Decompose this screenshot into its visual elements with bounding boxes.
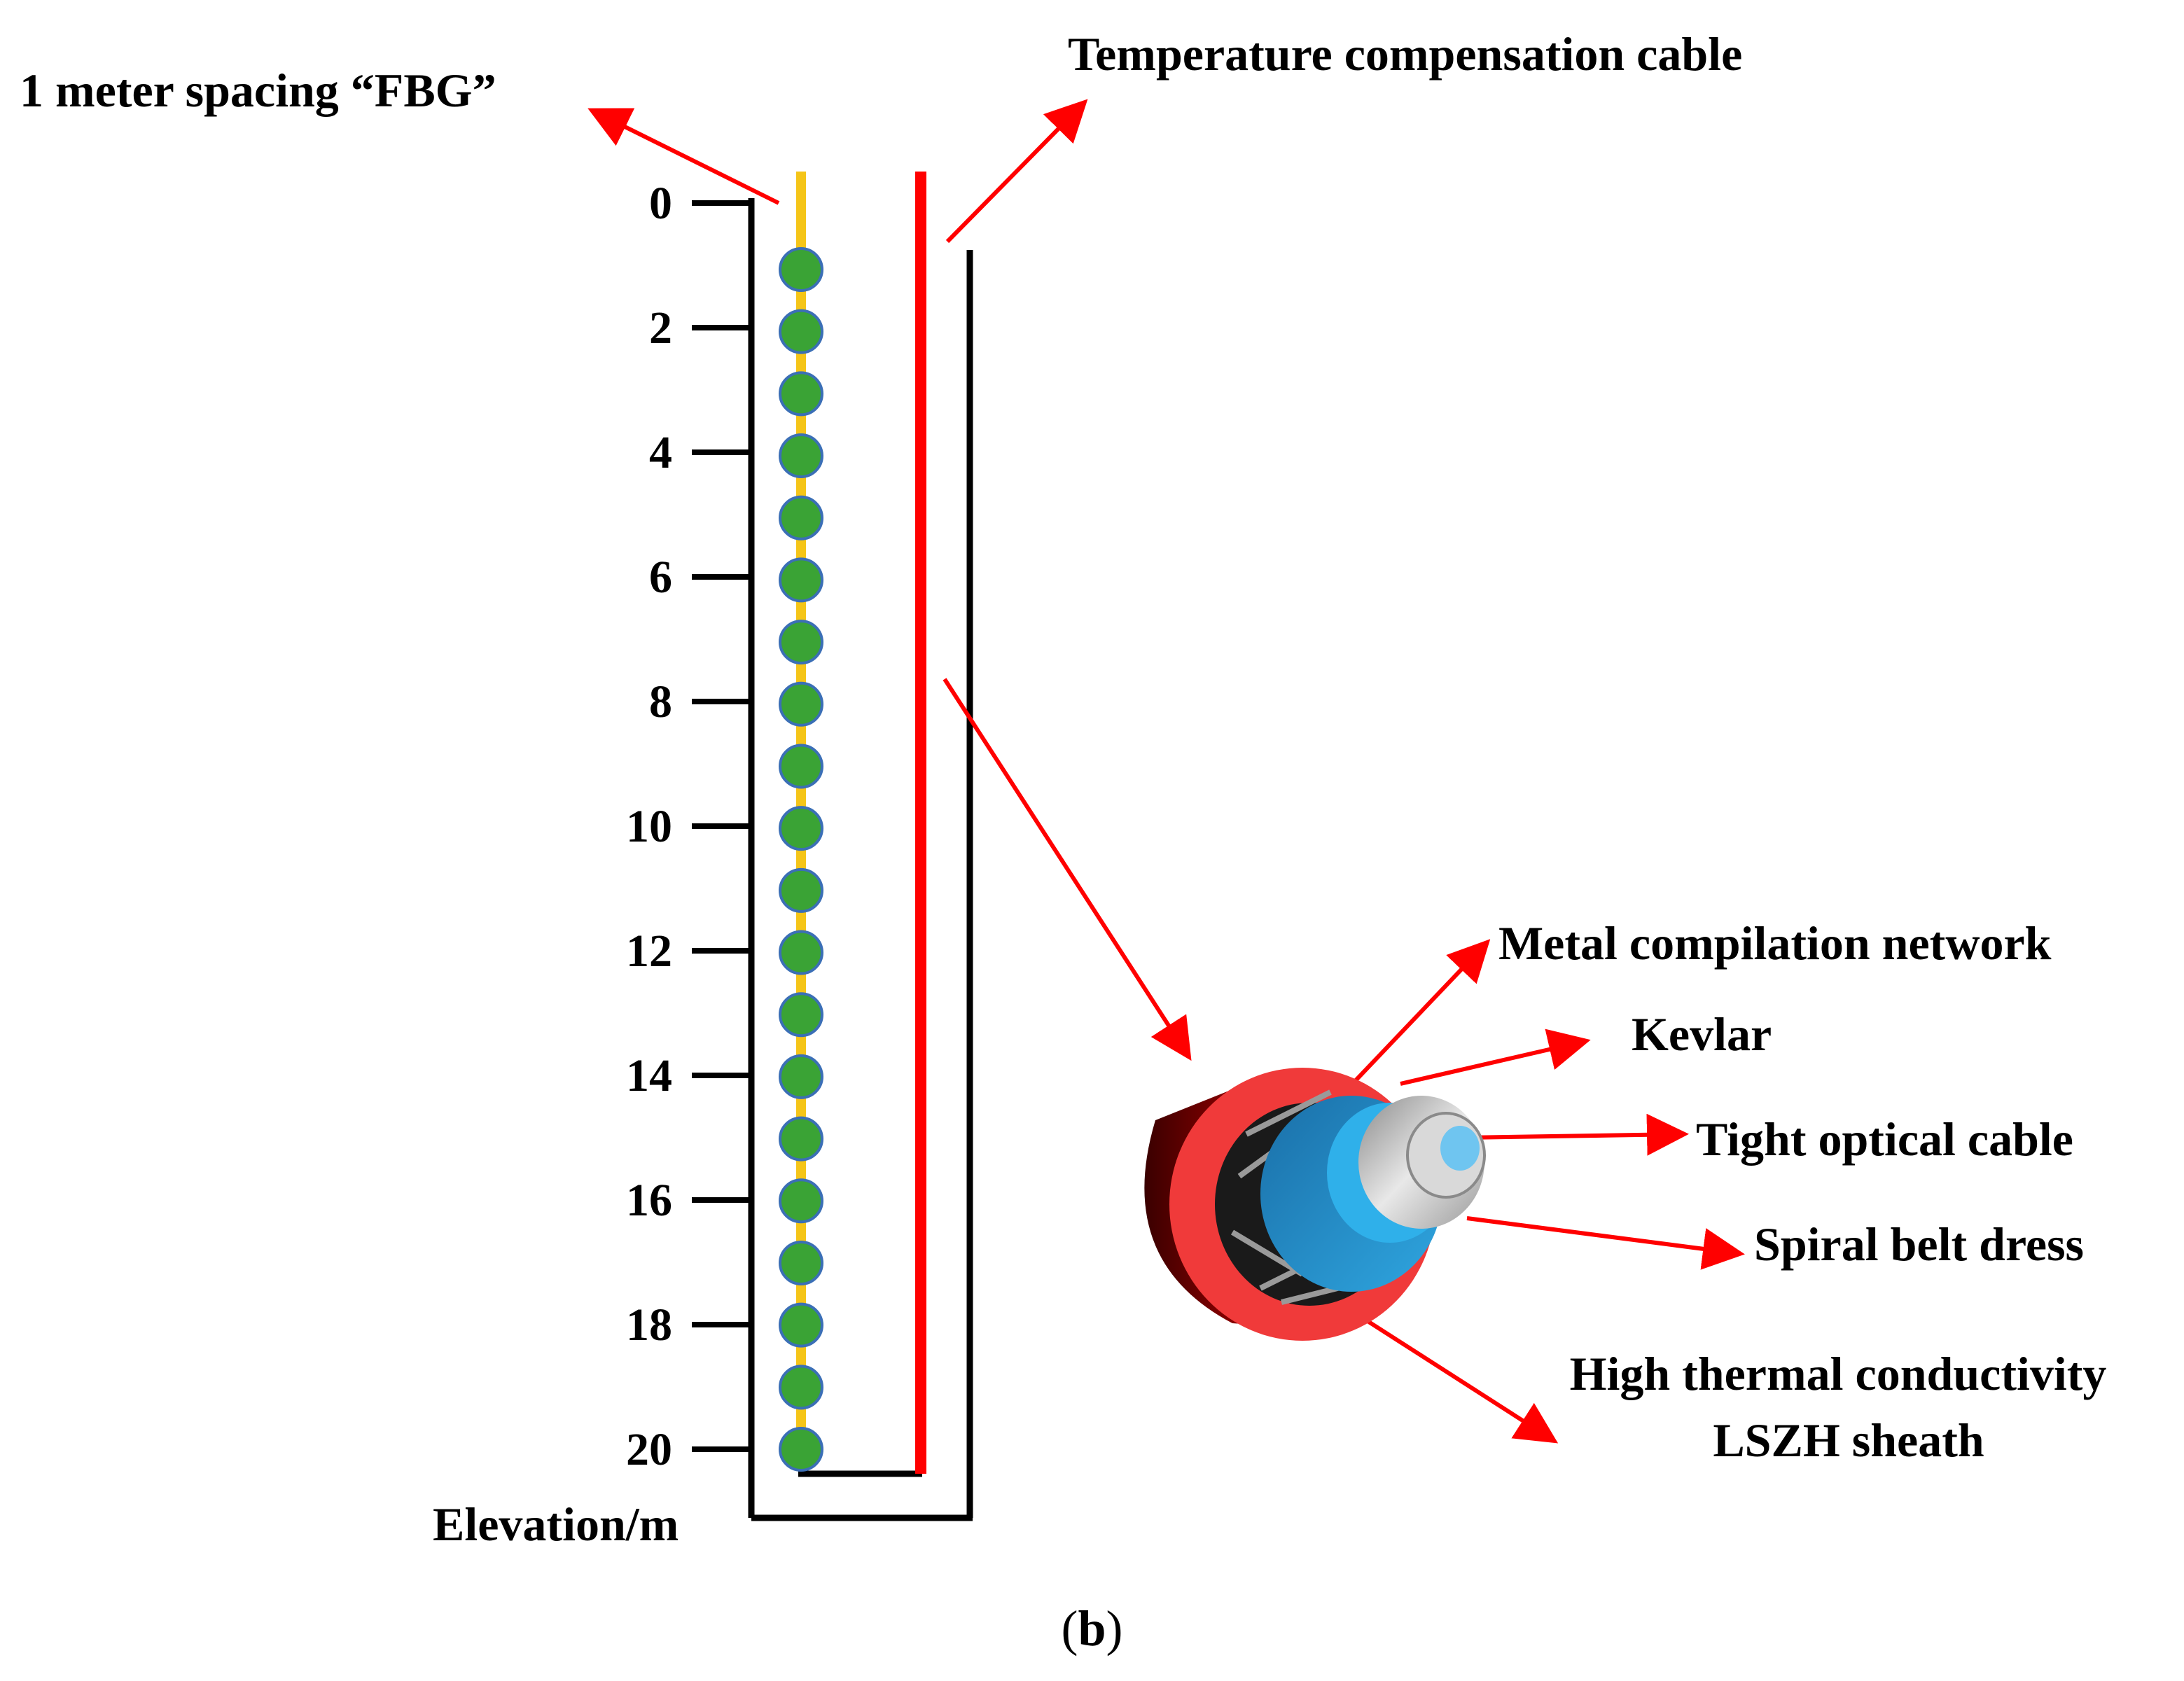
axis-label: Elevation/m (433, 1498, 679, 1551)
arrow-spiral-belt (1466, 1216, 1745, 1270)
arrow-cable-detail (943, 678, 1192, 1061)
axis-tick-label: 20 (626, 1424, 672, 1475)
fbg-sensor (779, 1178, 823, 1224)
fbg-sensor (779, 620, 823, 665)
label-metal-network: Metal compilation network (1498, 916, 2052, 970)
label-sheath-line2: LSZH sheath (1713, 1414, 1984, 1467)
caption-open: ( (1061, 1600, 1078, 1656)
axis-tick-label: 14 (626, 1050, 672, 1101)
label-tight-cable: Tight optical cable (1696, 1112, 2073, 1166)
fbg-sensor (779, 495, 823, 540)
fbg-sensor (779, 1240, 823, 1285)
fbg-sensor (779, 309, 823, 354)
arrow-sheath (1364, 1318, 1559, 1444)
arrow-fbg (587, 108, 780, 205)
arrow-tight-cable (1463, 1113, 1689, 1156)
axis-tick-label: 10 (626, 801, 672, 852)
fbg-sensor (779, 433, 823, 479)
fbg-sensors (779, 247, 823, 1472)
fbg-sensor (779, 806, 823, 851)
fbg-sensor (779, 681, 823, 727)
caption-letter: b (1078, 1600, 1106, 1656)
fbg-sensor (779, 1302, 823, 1348)
fbg-sensor (779, 992, 823, 1038)
label-sheath-line1: High thermal conductivity (1570, 1347, 2107, 1400)
fbg-sensor (779, 247, 823, 292)
arrow-temp-cable (945, 99, 1088, 244)
arrows (587, 99, 1745, 1444)
fbg-sensor (779, 1054, 823, 1099)
borehole-frame (748, 198, 973, 1521)
fbg-sensor (779, 1365, 823, 1410)
fbg-sensor (779, 557, 823, 603)
axis-tick-label: 4 (649, 427, 672, 478)
axis-tick-label: 18 (626, 1299, 672, 1351)
axis-tick-label: 16 (626, 1175, 672, 1226)
fbg-sensor (779, 1427, 823, 1472)
fbg-sensor (779, 867, 823, 913)
label-kevlar: Kevlar (1632, 1007, 1772, 1061)
fbg-sensor (779, 371, 823, 417)
label-fbg: 1 meter spacing “FBG” (20, 64, 496, 117)
fbg-sensor (779, 1116, 823, 1162)
elevation-axis: 0 2 4 6 8 10 12 14 16 18 20 (626, 178, 751, 1475)
axis-tick-label: 6 (649, 552, 672, 603)
fbg-sensor (779, 744, 823, 789)
arrow-kevlar (1400, 1028, 1591, 1086)
label-temp-cable: Temperature compensation cable (1068, 27, 1742, 81)
axis-tick-label: 0 (649, 178, 672, 229)
arrow-metal-network (1342, 939, 1491, 1094)
label-spiral-belt: Spiral belt dress (1754, 1218, 2084, 1271)
fbg-sensor (779, 930, 823, 975)
caption-close: ) (1106, 1600, 1123, 1656)
cable-cross-section (1144, 1068, 1486, 1341)
axis-tick-label: 8 (649, 676, 672, 727)
figure-caption: (b) (0, 1600, 2184, 1658)
optical-fiber-core (1440, 1126, 1480, 1171)
axis-tick-label: 2 (649, 302, 672, 354)
axis-tick-label: 12 (626, 926, 672, 977)
